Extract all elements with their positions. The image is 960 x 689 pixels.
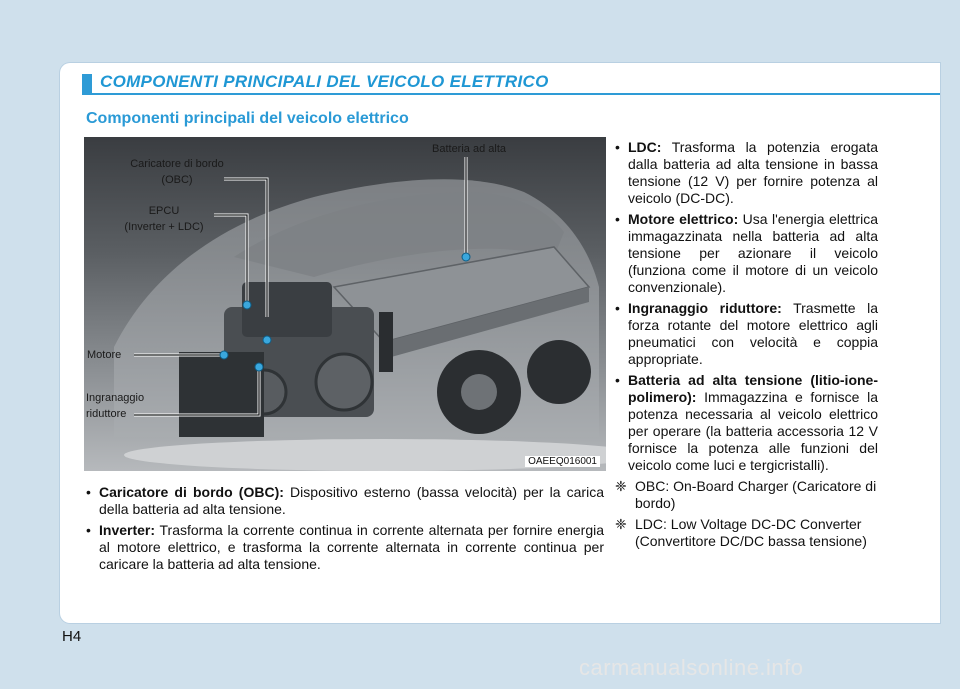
bullet-text: Dispositivo esterno (bassa velocità) per… [99, 484, 604, 517]
car-cutaway-illustration [114, 157, 606, 471]
obc-marker [262, 335, 272, 345]
bullet-term: Ingranaggio riduttore: [628, 300, 782, 316]
bullet-term: Inverter: [99, 522, 156, 538]
ev-components-figure: Caricatore di bordo (OBC) EPCU (Inverter… [84, 137, 606, 471]
bullet-text: Trasforma la corrente continua in corren… [99, 522, 604, 572]
bullet-text: Usa l'energia elettrica immagazzinata ne… [628, 211, 878, 295]
bullet-glyph: • [615, 211, 620, 227]
header-accent [82, 74, 92, 94]
list-item: • Ingranaggio riduttore: Trasmette la fo… [615, 300, 878, 368]
epcu-label-line1: EPCU [148, 205, 180, 217]
note-text: OBC: On-Board Charger (Caricatore di bor… [635, 478, 877, 511]
section-subtitle: Componenti principali del veicolo elettr… [86, 110, 409, 127]
bullet-text: Immagazzina e fornisce la potenza necess… [628, 389, 878, 473]
gear-marker [254, 362, 264, 372]
top-band [0, 0, 960, 63]
gear-label: Ingranaggio riduttore [86, 390, 144, 422]
figure-code: OAEEQ016001 [525, 456, 600, 467]
bullet-glyph: • [86, 522, 91, 538]
note-obc: ❈ OBC: On-Board Charger (Caricatore di b… [615, 478, 878, 512]
epcu-label: EPCU (Inverter + LDC) [114, 203, 214, 235]
bullet-glyph: • [615, 300, 620, 316]
obc-label-line2: (OBC) [161, 174, 193, 186]
left-bullet-list: • Caricatore di bordo (OBC): Dispositivo… [86, 484, 604, 577]
page-number: H4 [62, 628, 82, 645]
list-item: • LDC: Trasforma la potenzia erogata dal… [615, 139, 878, 207]
obc-label: Caricatore di bordo (OBC) [122, 156, 232, 188]
bullet-glyph: • [615, 139, 620, 155]
bullet-term: LDC: [628, 139, 662, 155]
battery-marker [461, 252, 471, 262]
note-text: LDC: Low Voltage DC-DC Converter (Conver… [635, 516, 867, 549]
bullet-term: Batteria ad alta tensione (litio-ione-po… [628, 372, 878, 405]
list-item: • Batteria ad alta tensione (litio-ione-… [615, 372, 878, 474]
epcu-marker [242, 300, 252, 310]
battery-label: Batteria ad alta [432, 143, 506, 155]
right-bullet-list: • LDC: Trasforma la potenzia erogata dal… [615, 139, 878, 550]
bullet-glyph: • [86, 484, 91, 500]
bullet-term: Caricatore di bordo (OBC): [99, 484, 284, 500]
list-item: • Caricatore di bordo (OBC): Dispositivo… [86, 484, 604, 518]
watermark: carmanualsonline.info [579, 655, 804, 680]
page-title: COMPONENTI PRINCIPALI DEL VEICOLO ELETTR… [100, 72, 549, 91]
obc-label-line1: Caricatore di bordo [130, 158, 224, 170]
bullet-term: Motore elettrico: [628, 211, 739, 227]
gear-label-line2: riduttore [86, 408, 127, 420]
note-mark-icon: ❈ [615, 478, 627, 494]
epcu-label-line2: (Inverter + LDC) [124, 221, 204, 233]
header-rule [82, 93, 940, 95]
list-item: • Motore elettrico: Usa l'energia elettr… [615, 211, 878, 296]
bullet-text: Trasforma la potenzia erogata dalla batt… [628, 139, 878, 206]
list-item: • Inverter: Trasforma la corrente contin… [86, 522, 604, 573]
bullet-text: Trasmette la forza rotante del motore el… [628, 300, 879, 367]
note-ldc: ❈ LDC: Low Voltage DC-DC Converter (Conv… [615, 516, 878, 550]
gear-label-line1: Ingranaggio [86, 392, 145, 404]
note-mark-icon: ❈ [615, 516, 627, 532]
motor-marker [219, 350, 229, 360]
motor-label: Motore [87, 349, 122, 361]
bullet-glyph: • [615, 372, 620, 388]
